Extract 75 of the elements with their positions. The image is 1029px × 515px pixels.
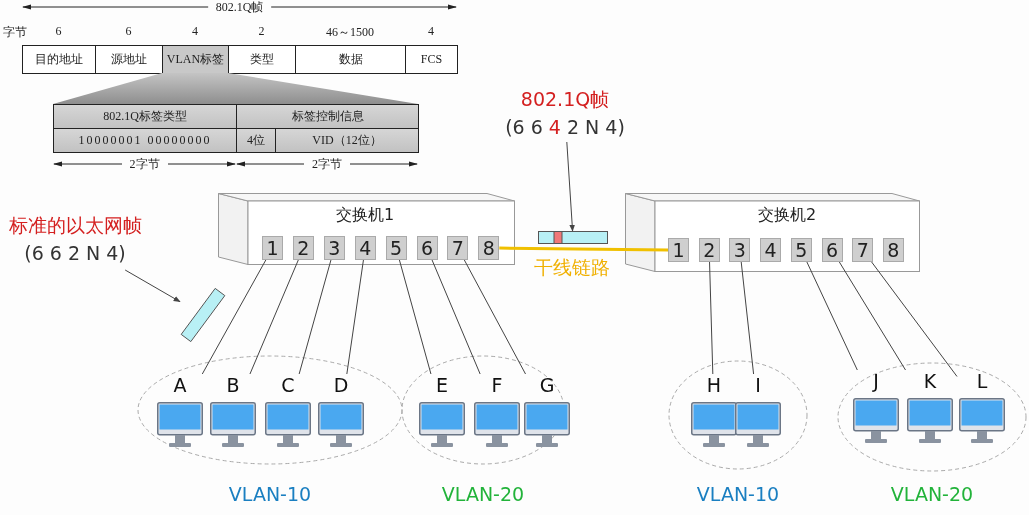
port: 8: [478, 236, 500, 260]
field-cell: 4位: [236, 128, 276, 153]
cable: [463, 259, 527, 375]
port: 8: [882, 238, 904, 262]
port: 2: [292, 236, 314, 260]
byte-count: 4: [428, 24, 434, 39]
cable: [806, 261, 858, 371]
cable: [346, 259, 364, 375]
port: 7: [852, 238, 874, 262]
host-label: I: [755, 374, 761, 396]
frame-title: 802.1Q帧: [520, 87, 610, 112]
field-lengths: (6 6 2 N 4): [24, 241, 126, 266]
cable: [740, 261, 755, 375]
port: 6: [416, 236, 438, 260]
cable: [298, 259, 332, 375]
vlan-label: VLAN-10: [696, 483, 780, 505]
host-label: F: [491, 374, 503, 396]
port: 3: [729, 238, 751, 262]
port: 4: [354, 236, 376, 260]
cable: [398, 259, 432, 375]
switch-label: 交换机1: [335, 205, 395, 226]
field-lengths: (6 6 4 2 N 4): [505, 115, 625, 140]
port: 4: [760, 238, 782, 262]
cable: [871, 261, 958, 377]
switch-label: 交换机2: [757, 205, 817, 226]
field-cell: VID（12位）: [275, 128, 419, 153]
vlan-label: VLAN-20: [441, 483, 525, 505]
field-cell: 类型: [228, 45, 296, 74]
port: 6: [821, 238, 843, 262]
port: 5: [385, 236, 407, 260]
cable: [249, 259, 299, 375]
host-label: B: [226, 374, 240, 396]
byte-count: 6: [125, 24, 132, 39]
host-label: A: [173, 374, 187, 396]
port: 5: [790, 238, 812, 262]
row-label: 字节: [3, 24, 27, 41]
field-cell: FCS: [405, 45, 458, 74]
port: 3: [323, 236, 345, 260]
port: 2: [698, 238, 720, 262]
field-cell: 源地址: [95, 45, 163, 74]
vlan-label: VLAN-20: [890, 483, 974, 505]
host-label: G: [539, 374, 555, 396]
byte-count: 2: [258, 24, 265, 39]
field-cell: 数据: [295, 45, 406, 74]
dimension-label: 802.1Q帧: [207, 0, 272, 15]
byte-count: 6: [55, 24, 62, 39]
field-cell: 标签控制信息: [236, 104, 419, 129]
vlan-label: VLAN-10: [228, 483, 312, 505]
field-cell: VLAN标签: [162, 45, 229, 74]
byte-count: 46～1500: [326, 24, 374, 41]
field-cell: 10000001 00000000: [53, 128, 237, 153]
frame-title: 标准的以太网帧: [8, 213, 142, 238]
host-label: C: [281, 374, 295, 396]
dimension-label: 2字节: [304, 156, 350, 172]
port: 7: [447, 236, 469, 260]
host-label: D: [333, 374, 349, 396]
host-label: L: [976, 370, 988, 392]
field-cell: 目的地址: [22, 45, 96, 74]
edge-label: 干线链路: [533, 255, 610, 280]
byte-count: 4: [192, 24, 198, 39]
port: 1: [668, 238, 689, 262]
host-label: E: [436, 374, 448, 396]
port: 1: [262, 236, 283, 260]
dimension-label: 2字节: [121, 156, 168, 172]
cable: [201, 259, 267, 375]
host-label: J: [873, 370, 879, 392]
cable: [838, 261, 906, 371]
leader-line: [566, 141, 575, 232]
cable: [431, 259, 481, 375]
trunk-link: [499, 246, 668, 252]
field-cell: 802.1Q标签类型: [53, 104, 237, 129]
host-label: H: [706, 374, 722, 396]
leader-line: [124, 269, 181, 303]
cable: [709, 261, 714, 375]
host-label: K: [923, 370, 937, 392]
